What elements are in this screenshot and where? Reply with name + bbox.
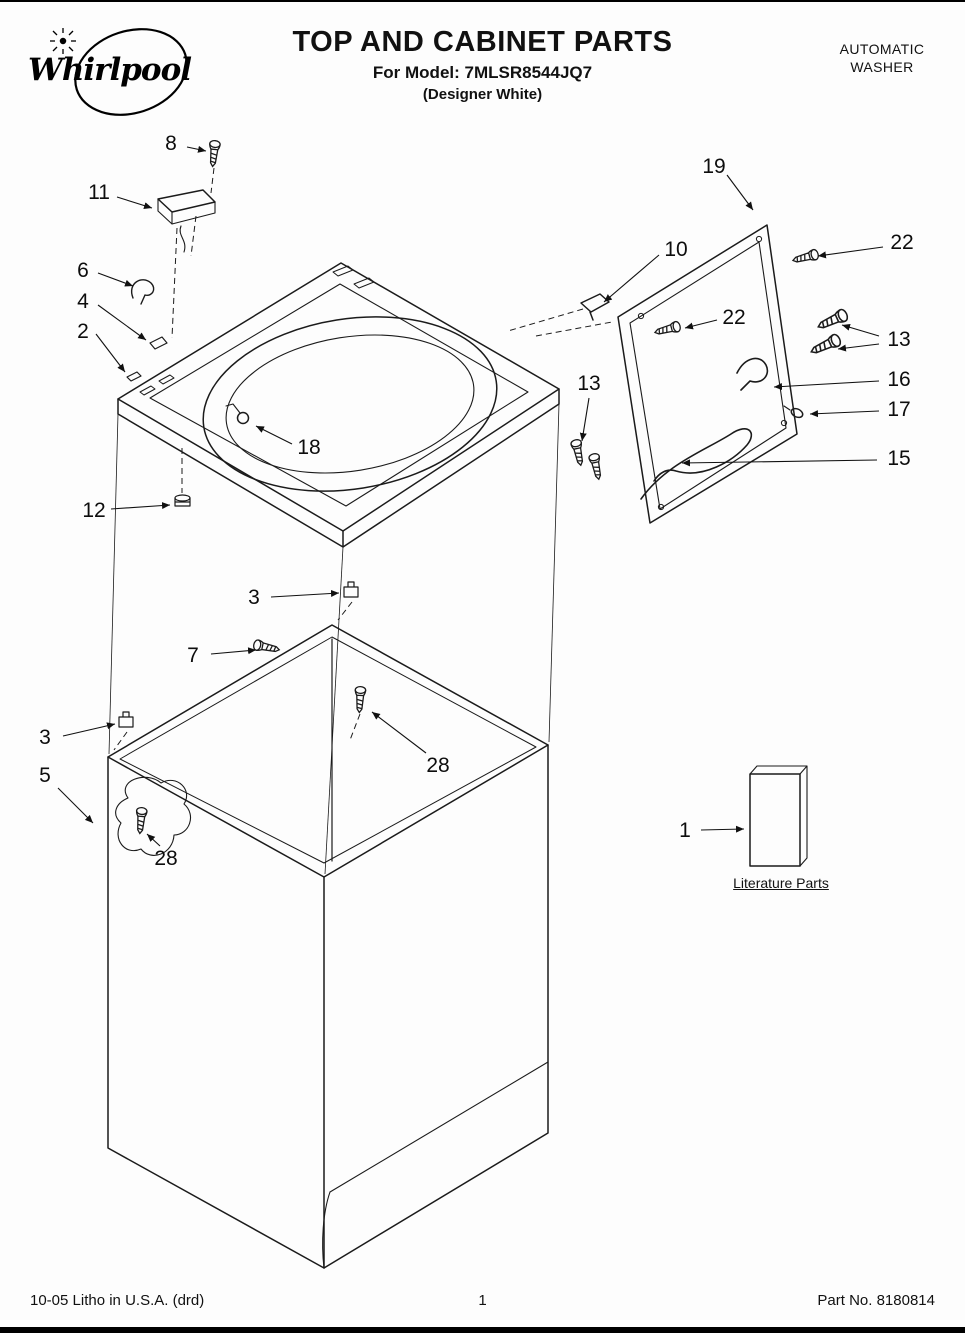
scan-edge-bottom [0, 1327, 965, 1333]
appliance-type: AUTOMATIC WASHER [827, 40, 937, 76]
page-title: TOP AND CABINET PARTS [292, 26, 673, 58]
callout-15-12: 15 [887, 447, 911, 470]
callout-18-14: 18 [297, 436, 321, 459]
hose-parts [640, 357, 804, 500]
footer-page-number: 1 [478, 1292, 487, 1309]
callout-10-6: 10 [664, 238, 688, 261]
callout-16-10: 16 [887, 368, 911, 391]
title-block: TOP AND CABINET PARTS For Model: 7MLSR85… [0, 26, 965, 103]
footer-litho-note: 10-05 Litho in U.S.A. (drd) [30, 1292, 205, 1309]
callout-8-0: 8 [165, 132, 177, 155]
callout-6-2: 6 [77, 259, 89, 282]
callout-3-16: 3 [248, 586, 260, 609]
callout-11-1: 11 [88, 181, 110, 204]
literature-booklet [749, 765, 808, 867]
appliance-type-line1: AUTOMATIC [839, 41, 925, 57]
callout-28-21: 28 [154, 847, 178, 870]
literature-parts-label: Literature Parts [733, 875, 829, 891]
assembly-dash-lines [113, 167, 613, 751]
clip-parts-3 [118, 581, 359, 728]
whirlpool-logo: Whirlpool [22, 22, 222, 127]
callout-1-22: 1 [679, 819, 691, 842]
footer-part-number: Part No. 8180814 [817, 1292, 935, 1309]
color-line: (Designer White) [422, 86, 543, 103]
brand-name: Whirlpool [28, 52, 192, 88]
lid-switch-bracket [157, 189, 216, 253]
scan-edge-top [0, 0, 965, 2]
callout-5-19: 5 [39, 764, 51, 787]
footer: 10-05 Litho in U.S.A. (drd) 1 Part No. 8… [30, 1292, 935, 1314]
callout-3-18: 3 [39, 726, 51, 749]
whirlpool-swoosh-icon [50, 28, 188, 116]
callout-7-17: 7 [187, 644, 199, 667]
callout-leader-lines [57, 145, 884, 847]
callout-12-15: 12 [82, 499, 106, 522]
projection-lines [108, 403, 560, 875]
model-line: For Model: 7MLSR8544JQ7 [372, 63, 593, 82]
callout-22-8: 22 [722, 306, 746, 329]
callout-13-13: 13 [577, 372, 601, 395]
appliance-type-line2: WASHER [850, 59, 914, 76]
rear-panel [617, 224, 798, 524]
fill-nozzle-part [225, 403, 250, 425]
nut-part-12 [174, 494, 191, 507]
cabinet [107, 624, 549, 1269]
callout-19-5: 19 [702, 155, 726, 178]
callout-4-3: 4 [77, 290, 89, 313]
washer-top-panel [117, 262, 560, 548]
clip-part-10 [580, 293, 610, 321]
callout-28-20: 28 [426, 754, 450, 777]
callout-13-9: 13 [887, 328, 911, 351]
callout-2-4: 2 [77, 320, 89, 343]
callout-22-7: 22 [890, 231, 914, 254]
callout-17-11: 17 [887, 398, 911, 421]
